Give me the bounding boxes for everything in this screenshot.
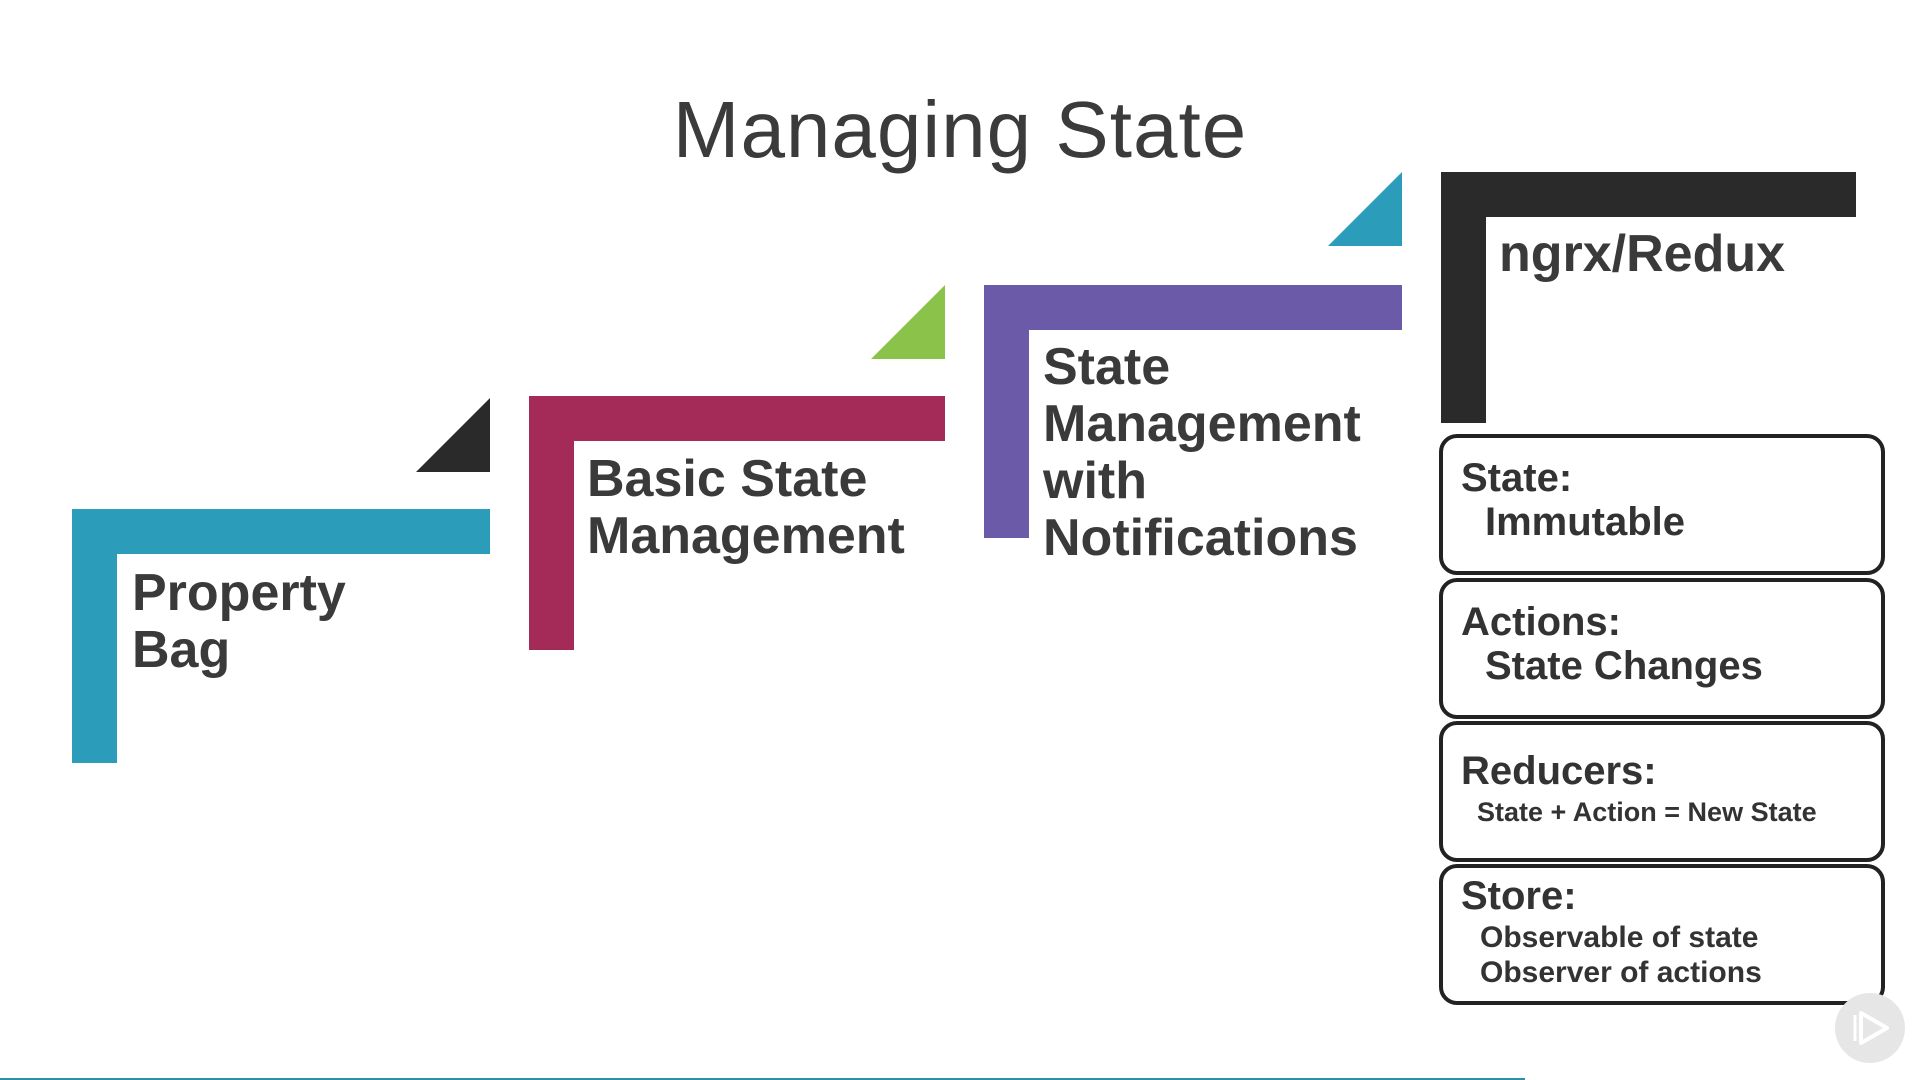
step-1-bar-side [72,509,117,763]
concept-box-store: Store: Observable of state Observer of a… [1439,864,1885,1005]
concept-box-actions: Actions: State Changes [1439,578,1885,719]
step-3-label: State Management with Notifications [1043,338,1361,567]
step-2-triangle [871,285,945,359]
step-2-bar-side [529,396,574,650]
step-1-bar-top [72,509,490,554]
concept-heading: Store: [1461,874,1577,918]
concept-heading: Actions: [1461,600,1621,644]
step-3-bar-side [984,285,1029,538]
concept-heading: Reducers: [1461,749,1657,793]
step-4-bar-side [1441,172,1486,423]
step-2-label: Basic State Management [587,450,905,565]
concept-detail: State + Action = New State [1477,797,1817,827]
step-4-label: ngrx/Redux [1499,225,1786,283]
step-2-bar-top [529,396,945,441]
slide-title: Managing State [672,85,1248,174]
step-4-bar-top [1441,172,1856,217]
step-3-triangle [1328,172,1402,246]
concept-detail: Observable of state Observer of actions [1480,921,1762,989]
concept-detail: Immutable [1485,500,1686,544]
concept-heading: State: [1461,456,1573,500]
step-1-label: Property Bag [132,564,346,679]
play-icon [1853,1011,1889,1045]
progress-line [0,1078,1525,1080]
concept-box-state: State: Immutable [1439,434,1885,575]
concept-detail: State Changes [1485,644,1763,688]
play-button[interactable] [1835,993,1905,1063]
step-3-bar-top [984,285,1402,330]
step-1-triangle [416,398,490,472]
concept-box-reducers: Reducers: State + Action = New State [1439,721,1885,862]
